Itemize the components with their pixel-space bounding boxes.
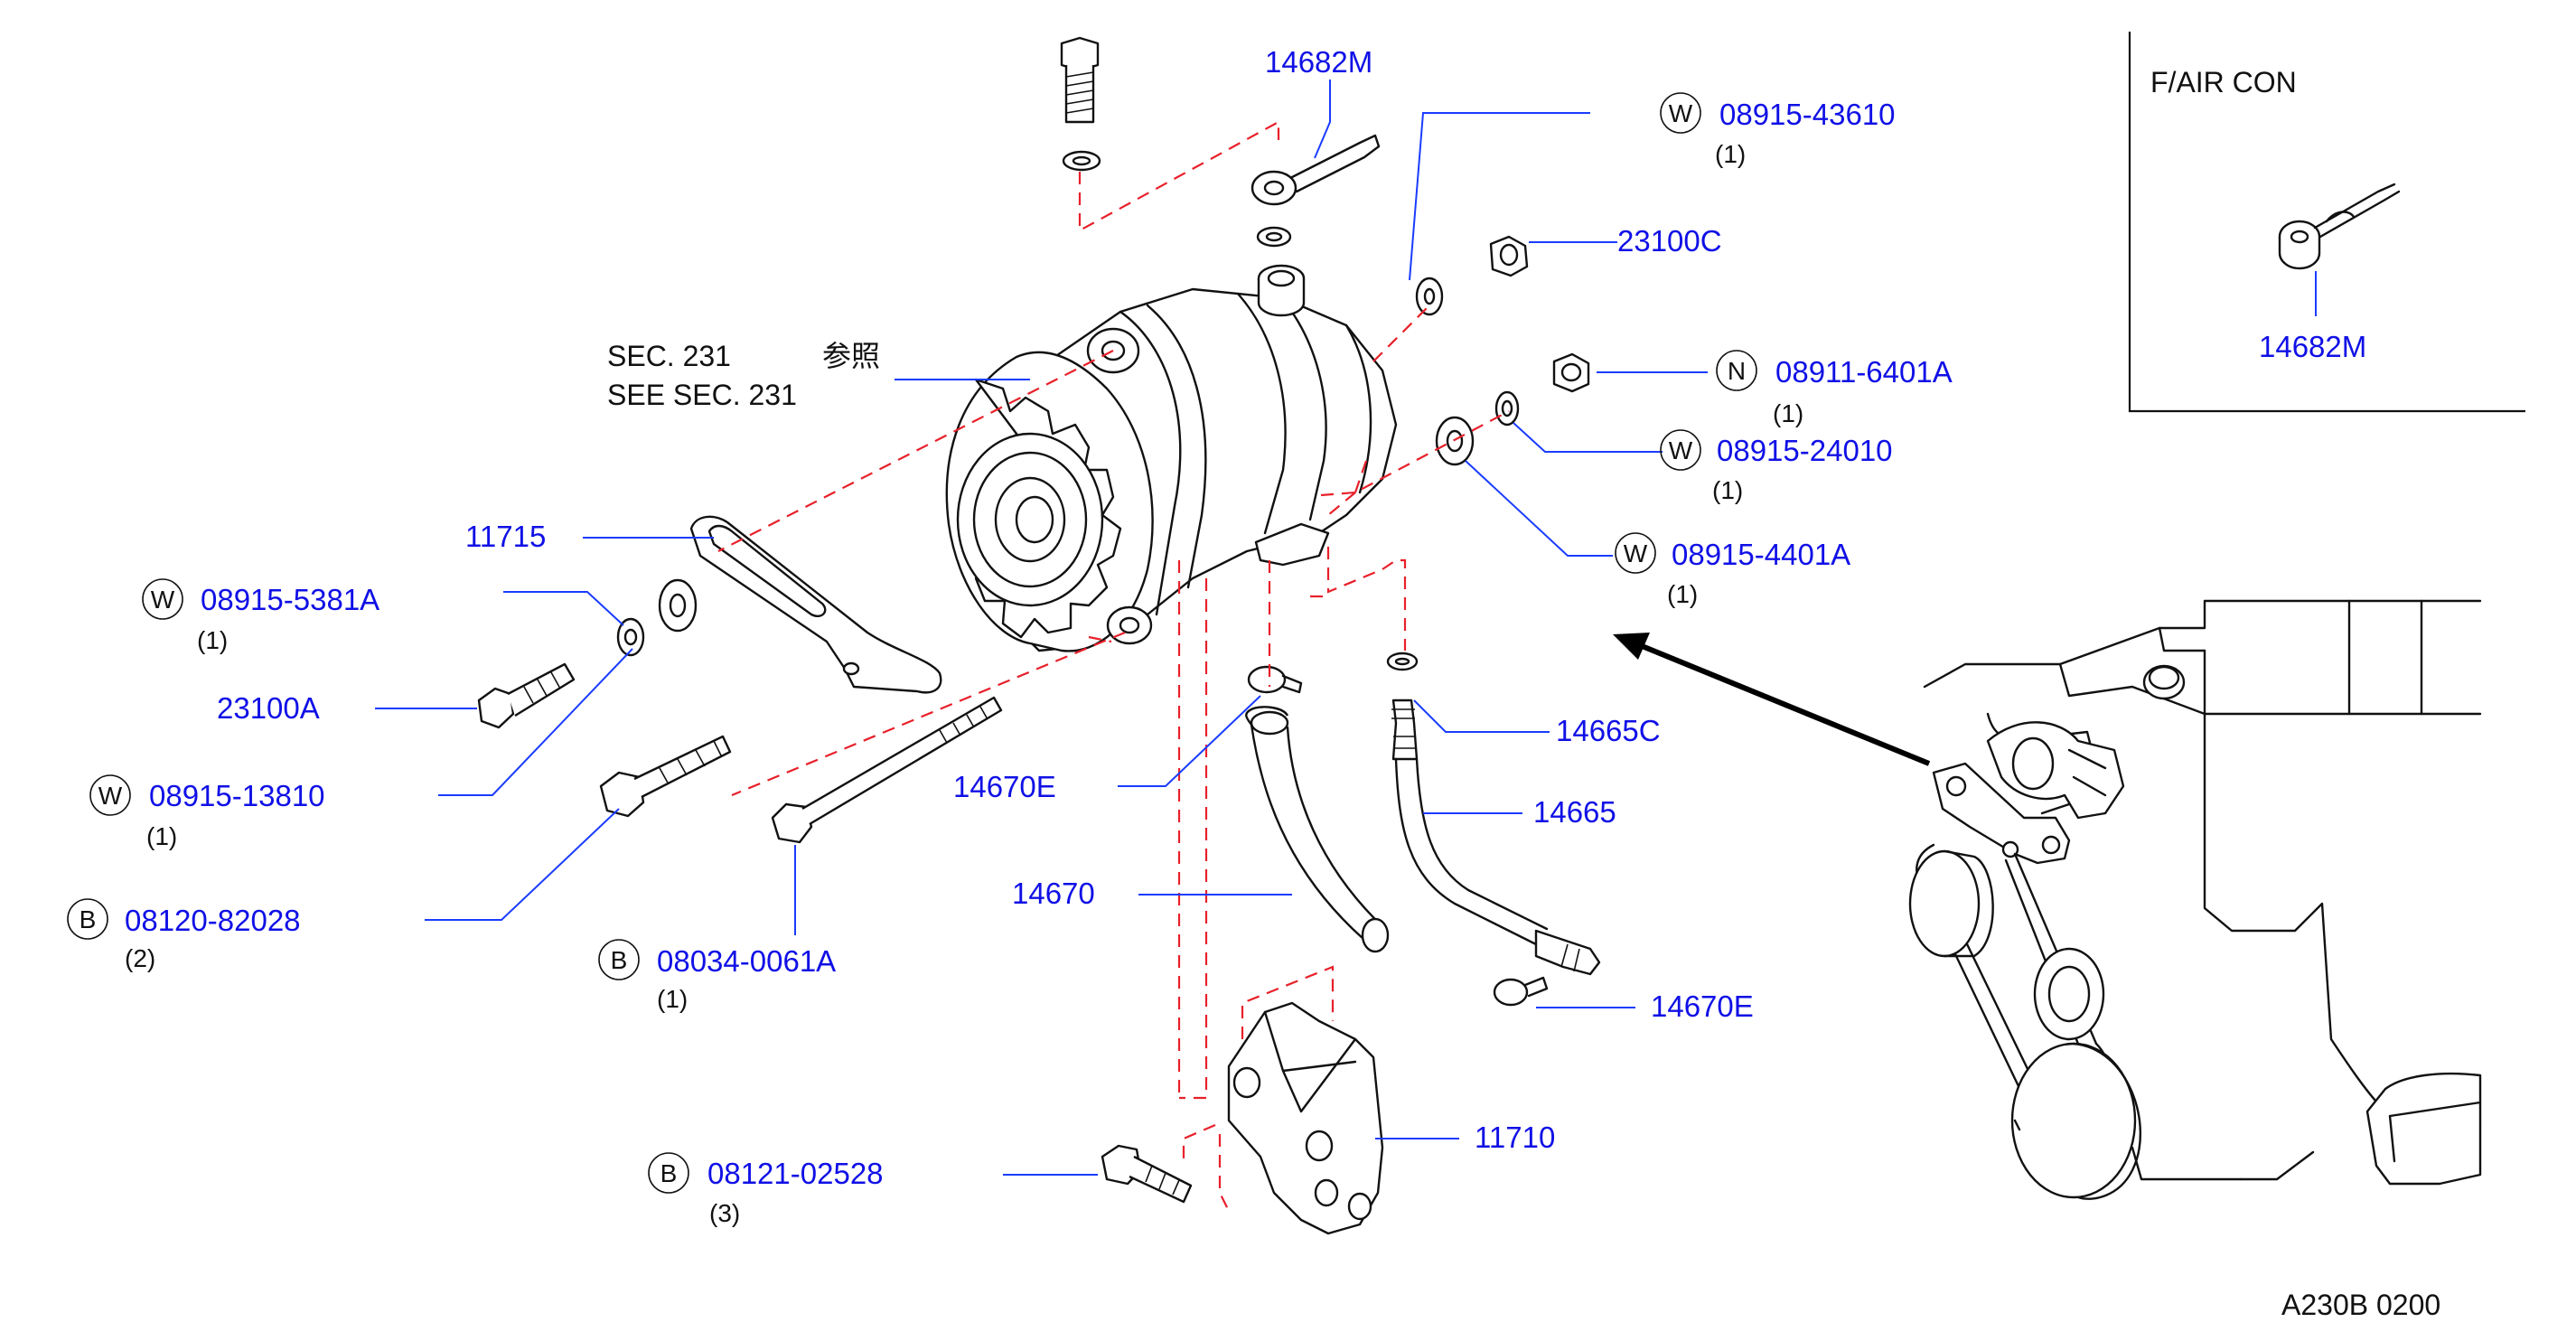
quantity: (1) bbox=[1773, 399, 1803, 427]
inset-title: F/AIR CON bbox=[2150, 66, 2297, 98]
bolt-symbol: B bbox=[611, 946, 628, 974]
inset-panel: F/AIR CON 14682M bbox=[2128, 32, 2525, 413]
washer-symbol: W bbox=[1624, 539, 1648, 567]
nut-icon bbox=[1552, 352, 1590, 393]
phantom-lines bbox=[717, 120, 1510, 1212]
callout-08911-6401A[interactable]: N 08911-6401A (1) bbox=[1716, 350, 1953, 427]
terminal-icon bbox=[1251, 134, 1381, 248]
part-number[interactable]: 08121-02528 bbox=[707, 1157, 884, 1190]
nut-icon bbox=[1489, 235, 1529, 277]
bolt-symbol: B bbox=[660, 1159, 678, 1187]
engine-drawing bbox=[1908, 599, 2482, 1200]
callout-08034-0061A[interactable]: B 08034-0061A (1) bbox=[598, 939, 836, 1013]
part-number[interactable]: 08915-43610 bbox=[1719, 98, 1896, 131]
diagram-code: A230B 0200 bbox=[2281, 1289, 2440, 1321]
inset-part-number[interactable]: 14682M bbox=[2259, 330, 2366, 363]
bolt-symbol: B bbox=[80, 905, 97, 933]
callout-08121-02528[interactable]: B 08121-02528 (3) bbox=[648, 1152, 884, 1227]
bolt-icon bbox=[771, 696, 1003, 844]
callout-14665C[interactable]: 14665C bbox=[1556, 714, 1661, 747]
section-ref-line1: SEC. 231 bbox=[607, 340, 731, 372]
quantity: (1) bbox=[1712, 476, 1743, 504]
section-reference: SEC. 231 参照 SEE SEC. 231 bbox=[607, 339, 880, 411]
bracket-icon bbox=[1227, 1001, 1384, 1235]
callout-23100A[interactable]: 23100A bbox=[217, 691, 320, 725]
nut-symbol: N bbox=[1728, 357, 1746, 385]
bolt-icon bbox=[1060, 36, 1101, 172]
washer-icon bbox=[658, 578, 698, 633]
callout-14670E-bottom[interactable]: 14670E bbox=[1651, 989, 1754, 1023]
callout-08915-43610[interactable]: W 08915-43610 (1) bbox=[1660, 92, 1896, 168]
view-arrow bbox=[1613, 633, 1931, 766]
washer-symbol: W bbox=[98, 782, 123, 810]
part-number[interactable]: 08915-5381A bbox=[201, 583, 379, 616]
bolt-icon bbox=[599, 735, 732, 818]
callout-14670[interactable]: 14670 bbox=[1012, 877, 1095, 910]
quantity: (1) bbox=[1667, 580, 1698, 608]
washer-symbol: W bbox=[151, 586, 175, 614]
callout-08915-5381A[interactable]: W 08915-5381A (1) bbox=[142, 578, 379, 654]
hose-icon bbox=[1245, 665, 1549, 1007]
bolt-icon bbox=[1101, 1144, 1193, 1204]
callout-14665[interactable]: 14665 bbox=[1533, 795, 1616, 829]
washer-symbol: W bbox=[1669, 99, 1693, 127]
section-ref-jp: 参照 bbox=[822, 339, 880, 373]
quantity: (1) bbox=[197, 626, 228, 654]
part-number[interactable]: 08915-24010 bbox=[1717, 434, 1893, 467]
washer-icon bbox=[1494, 390, 1520, 427]
part-number[interactable]: 08915-4401A bbox=[1672, 538, 1850, 571]
washer-symbol: W bbox=[1669, 436, 1693, 464]
callout-14670E-top[interactable]: 14670E bbox=[953, 770, 1056, 803]
quantity: (1) bbox=[146, 822, 177, 850]
callout-23100C[interactable]: 23100C bbox=[1617, 224, 1722, 258]
quantity: (1) bbox=[657, 985, 688, 1013]
part-number[interactable]: 08034-0061A bbox=[657, 944, 836, 978]
callout-11715[interactable]: 11715 bbox=[465, 520, 546, 553]
part-number[interactable]: 08911-6401A bbox=[1775, 355, 1953, 389]
callout-08915-4401A[interactable]: W 08915-4401A (1) bbox=[1615, 532, 1850, 608]
bracket-icon bbox=[689, 515, 942, 694]
washer-icon bbox=[616, 617, 645, 657]
quantity: (1) bbox=[1715, 140, 1746, 168]
callout-14682M[interactable]: 14682M bbox=[1265, 45, 1372, 79]
washer-icon bbox=[1415, 277, 1444, 316]
bolt-icon bbox=[477, 662, 576, 729]
callout-08120-82028[interactable]: B 08120-82028 (2) bbox=[67, 898, 301, 972]
quantity: (2) bbox=[125, 944, 155, 972]
leader-lines bbox=[375, 80, 1708, 1176]
section-ref-line2[interactable]: SEE SEC. 231 bbox=[607, 379, 797, 411]
alternator-drawing bbox=[945, 264, 1398, 652]
part-number[interactable]: 08915-13810 bbox=[149, 779, 325, 812]
callout-08915-24010[interactable]: W 08915-24010 (1) bbox=[1660, 429, 1893, 504]
part-number[interactable]: 08120-82028 bbox=[125, 904, 301, 937]
inset-terminal-icon bbox=[2278, 183, 2401, 270]
quantity: (3) bbox=[709, 1199, 740, 1227]
pipe-icon bbox=[1386, 652, 1601, 976]
callout-11710[interactable]: 11710 bbox=[1475, 1121, 1555, 1154]
callout-08915-13810[interactable]: W 08915-13810 (1) bbox=[89, 774, 325, 850]
